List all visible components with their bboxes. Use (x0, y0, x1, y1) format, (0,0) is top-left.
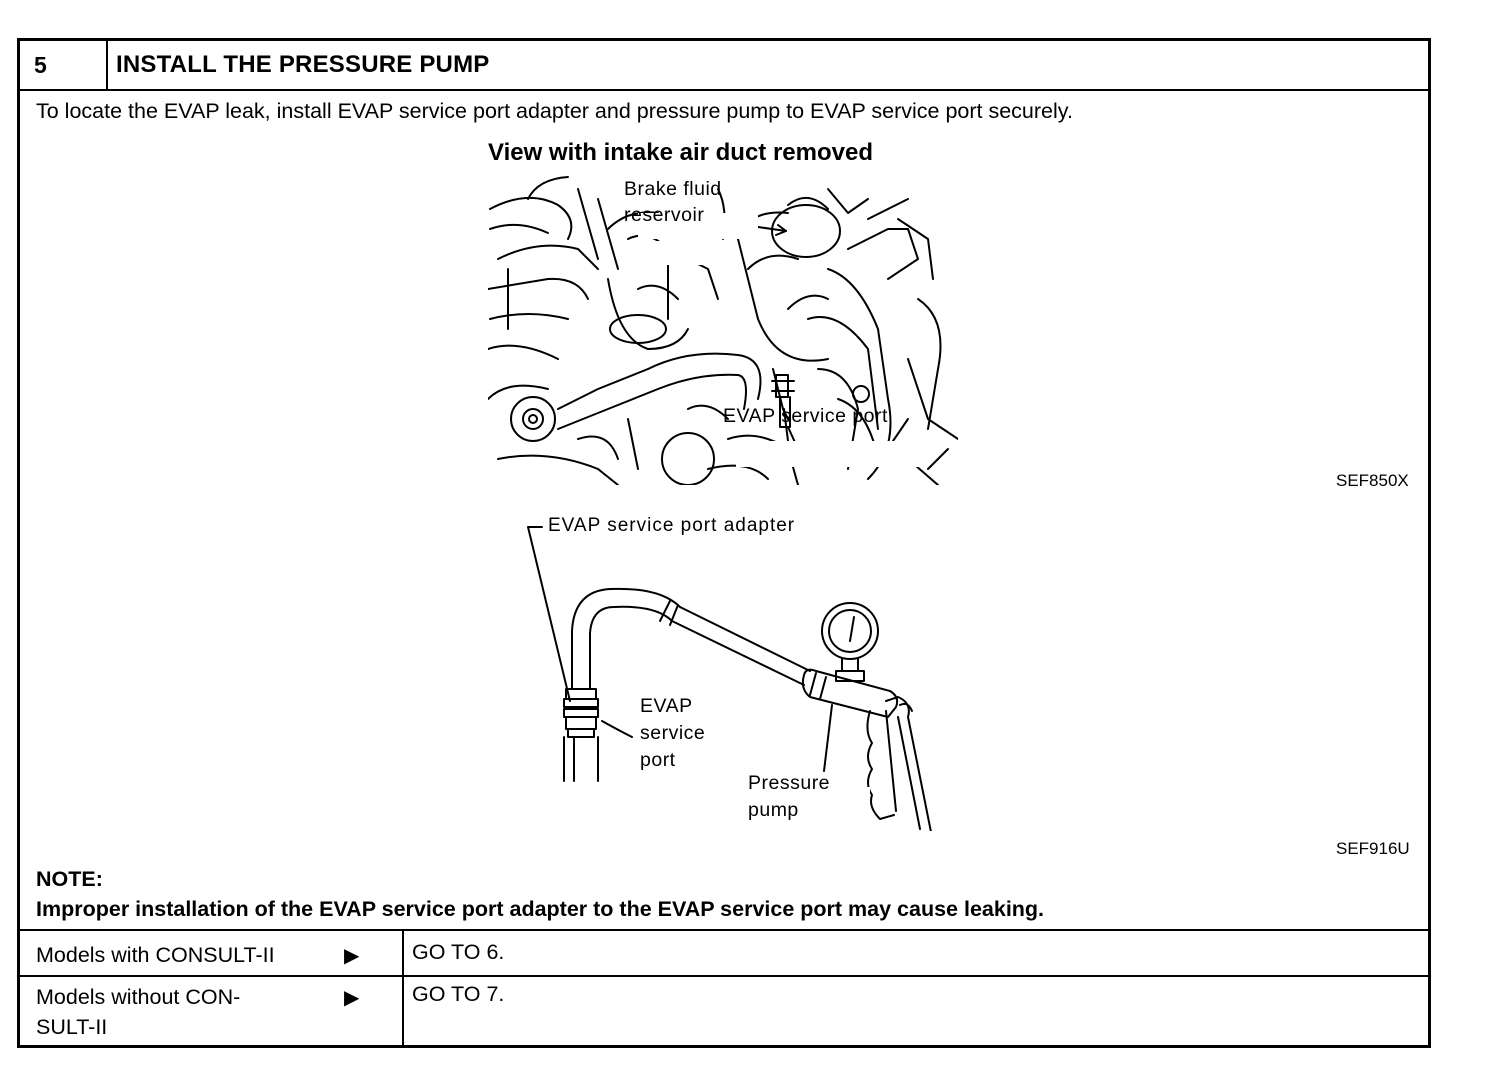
pressure-pump-illustration (527, 526, 932, 831)
branch-condition-line2: SULT-II (36, 1015, 108, 1039)
port-label-line2: service (640, 722, 706, 744)
brake-fluid-label-line2: reservoir (624, 204, 705, 226)
note-heading: NOTE: (36, 867, 103, 891)
pump-label-line1: Pressure (748, 772, 831, 794)
port-label-line1: EVAP (640, 695, 693, 717)
port-label-line3: port (640, 749, 676, 771)
figure1-title: View with intake air duct removed (488, 139, 874, 166)
branch-row: Models without CON- SULT-II ▶ GO TO 7. (20, 973, 1428, 1045)
brake-fluid-label-line1: Brake fluid (624, 178, 722, 200)
figure1-code: SEF850X (1336, 471, 1409, 490)
engine-bay-illustration (488, 176, 958, 485)
arrow-icon: ▶ (344, 945, 360, 967)
branch-condition: Models without CON- SULT-II (36, 982, 240, 1042)
step-header: 5 INSTALL THE PRESSURE PUMP (20, 41, 1428, 91)
step-number: 5 (20, 41, 108, 89)
branch-row: Models with CONSULT-II ▶ GO TO 6. (20, 929, 1428, 977)
note-body: Improper installation of the EVAP servic… (36, 897, 1045, 921)
adapter-label: EVAP service port adapter (548, 515, 796, 536)
pump-label-line2: pump (748, 799, 799, 821)
branch-condition: Models with CONSULT-II (36, 943, 275, 967)
branch-condition-cell: Models with CONSULT-II ▶ (20, 931, 404, 975)
branch-action: GO TO 7. (412, 982, 505, 1006)
procedure-sheet: 5 INSTALL THE PRESSURE PUMP To locate th… (17, 38, 1431, 1048)
step-title: INSTALL THE PRESSURE PUMP (116, 51, 490, 78)
evap-port-label: EVAP service port (723, 405, 888, 427)
figure2-code: SEF916U (1336, 839, 1410, 858)
branch-condition-line1: Models without CON- (36, 985, 241, 1009)
intro-text: To locate the EVAP leak, install EVAP se… (36, 99, 1073, 123)
branch-action: GO TO 6. (412, 940, 505, 964)
arrow-icon: ▶ (344, 987, 360, 1009)
branch-condition-cell: Models without CON- SULT-II ▶ (20, 973, 404, 1045)
